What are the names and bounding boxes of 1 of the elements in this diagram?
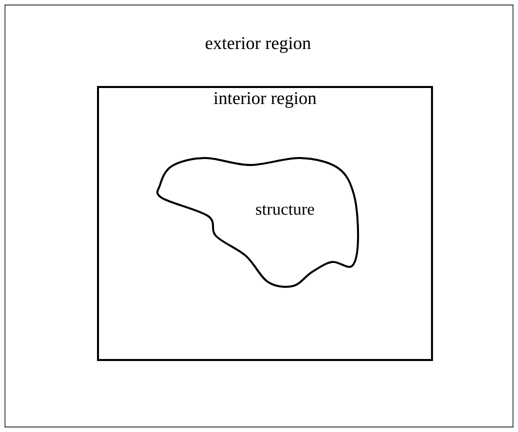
structure-outline: structure [156, 157, 360, 288]
